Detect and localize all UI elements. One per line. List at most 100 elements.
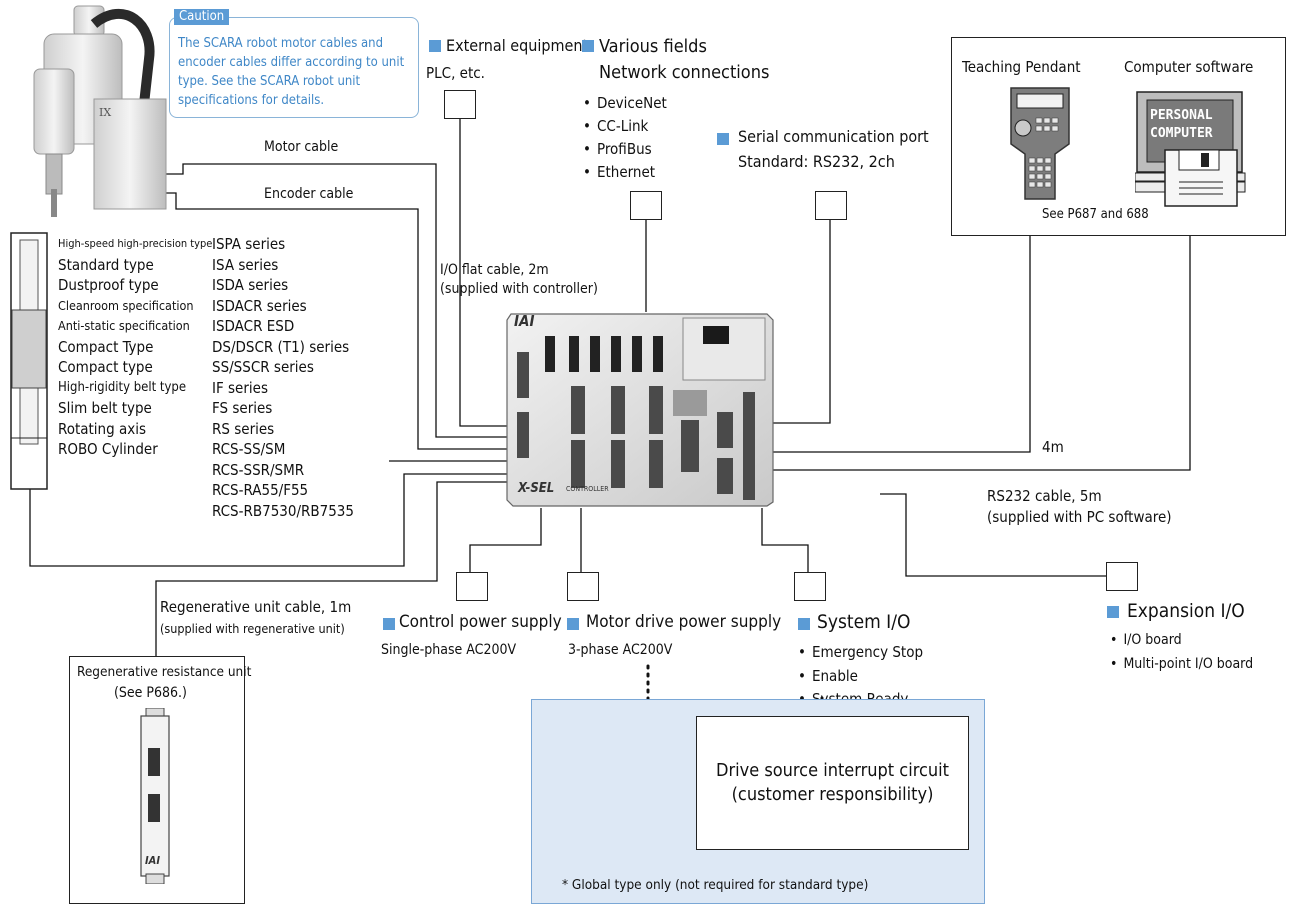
actuator-type-10: Rotating axis (58, 419, 146, 438)
scara-robot-image: IX (24, 4, 174, 219)
io-flat-cable-label-2: (supplied with controller) (440, 281, 598, 297)
control-power-port (456, 572, 488, 601)
actuator-series-2: ISA series (212, 255, 279, 274)
global-type-note: * Global type only (not required for sta… (562, 877, 869, 893)
actuator-series-12: RCS-SSR/SMR (212, 460, 305, 479)
actuator-series-14: RCS-RB7530/RB7535 (212, 501, 354, 520)
actuator-series-4: ISDACR series (212, 296, 307, 315)
actuator-type-5: Anti-static specification (58, 318, 190, 333)
motor-power-sub: 3-phase AC200V (568, 642, 673, 658)
actuator-series-5: ISDACR ESD (212, 317, 295, 335)
actuator-series-1: ISPA series (212, 235, 286, 253)
actuator-type-1: High-speed high-precision type (58, 237, 213, 250)
actuator-series-7: SS/SSCR series (212, 358, 314, 376)
teaching-pendant-label: Teaching Pendant (962, 58, 1081, 76)
external-equipment-port (444, 90, 476, 119)
system-io-title: System I/O (817, 611, 911, 633)
actuator-series-8: IF series (212, 378, 268, 397)
expansion-io-line (880, 493, 1106, 577)
network-item-profibus: ProfiBus (583, 140, 652, 158)
control-power-title: Control power supply (399, 612, 562, 632)
x-sel-controller (505, 312, 775, 508)
actuator-series-11: RCS-SS/SM (212, 440, 286, 458)
actuator-image (10, 232, 48, 490)
computer-software-label: Computer software (1124, 58, 1254, 76)
pc-screen-line2: COMPUTER (1150, 126, 1213, 141)
actuator-types: High-speed high-precision type Standard … (58, 234, 212, 460)
actuator-type-3: Dustproof type (58, 276, 159, 294)
expansion-io-port (1106, 562, 1138, 591)
actuator-type-2: Standard type (58, 255, 154, 274)
drive-source-interrupt-circuit: Drive source interrupt circuit (customer… (696, 716, 969, 850)
caution-tag: Caution (174, 9, 230, 25)
external-equipment-title: External equipment (446, 36, 589, 55)
caution-box (169, 17, 419, 118)
serial-port (815, 191, 847, 220)
external-equipment-marker (429, 40, 441, 52)
external-cable-line (459, 116, 510, 427)
system-io-line (761, 508, 809, 572)
svg-text:IX: IX (99, 106, 111, 119)
motor-power-marker (567, 618, 579, 630)
actuator-series-3: ISDA series (212, 276, 289, 294)
interrupt-line-1: Drive source interrupt circuit (716, 760, 949, 781)
motor-cable-label: Motor cable (264, 139, 339, 155)
actuator-cable-2 (29, 473, 512, 567)
control-power-marker (383, 618, 395, 630)
control-power-sub: Single-phase AC200V (381, 642, 517, 658)
actuator-type-7: Compact type (58, 358, 153, 376)
system-io-item-enable: Enable (798, 667, 858, 685)
actuator-series-13: RCS-RA55/F55 (212, 481, 309, 499)
regen-unit-brand: IAI (145, 854, 161, 867)
external-equipment-sub: PLC, etc. (426, 64, 485, 82)
regen-unit-image (138, 707, 172, 885)
control-power-line (469, 508, 542, 572)
teaching-reference: See P687 and 688 (1042, 207, 1149, 222)
motor-power-title: Motor drive power supply (586, 612, 782, 632)
actuator-series-9: FS series (212, 399, 273, 417)
network-marker (582, 40, 594, 52)
system-io-item-estop: Emergency Stop (798, 643, 923, 661)
actuator-type-9: Slim belt type (58, 399, 152, 417)
regen-cable-label-1: Regenerative unit cable, 1m (160, 598, 352, 616)
teaching-pendant-image (1007, 84, 1073, 209)
io-flat-cable-label-1: I/O flat cable, 2m (440, 262, 549, 278)
network-item-devicenet: DeviceNet (583, 94, 667, 112)
interrupt-line-2: (customer responsibility) (731, 784, 934, 805)
actuator-series-6: DS/DSCR (T1) series (212, 337, 350, 356)
network-title-2: Network connections (599, 62, 770, 83)
expansion-io-title: Expansion I/O (1127, 600, 1245, 622)
network-port (630, 191, 662, 220)
controller-sub: CONTROLLER (566, 485, 609, 493)
rs232-cable-label-2: (supplied with PC software) (987, 508, 1172, 526)
network-title-1: Various fields (599, 36, 707, 57)
rs232-cable-label-1: RS232 cable, 5m (987, 487, 1102, 505)
actuator-type-8: High-rigidity belt type (58, 379, 187, 395)
encoder-cable-line (165, 192, 510, 450)
pendant-cable-line (772, 227, 1031, 453)
pc-screen-line1: PERSONAL (1150, 108, 1213, 123)
actuator-type-4: Cleanroom specification (58, 297, 194, 313)
system-io-port (794, 572, 826, 601)
system-io-marker (798, 618, 810, 630)
encoder-cable-label: Encoder cable (264, 186, 354, 202)
computer-image (1134, 90, 1270, 208)
caution-text: The SCARA robot motor cables and encoder… (178, 36, 405, 108)
serial-cable-line (772, 219, 831, 424)
regen-cable-label-2: (supplied with regenerative unit) (160, 621, 345, 636)
actuator-type-11: ROBO Cylinder (58, 440, 158, 458)
serial-marker (717, 133, 729, 145)
network-item-ethernet: Ethernet (583, 163, 655, 181)
expansion-io-item-board: I/O board (1110, 632, 1181, 648)
expansion-io-marker (1107, 606, 1119, 618)
regen-unit-ref: (See P686.) (114, 685, 187, 701)
controller-name: X-SEL (518, 481, 555, 496)
expansion-io-item-multipoint: Multi-point I/O board (1110, 656, 1253, 672)
motor-cable-line (165, 163, 508, 438)
motor-power-port (567, 572, 599, 601)
serial-title: Serial communication port (738, 127, 929, 146)
regen-unit-title: Regenerative resistance unit (77, 664, 252, 680)
controller-brand: IAI (514, 312, 535, 330)
regen-cable-line (155, 481, 512, 656)
